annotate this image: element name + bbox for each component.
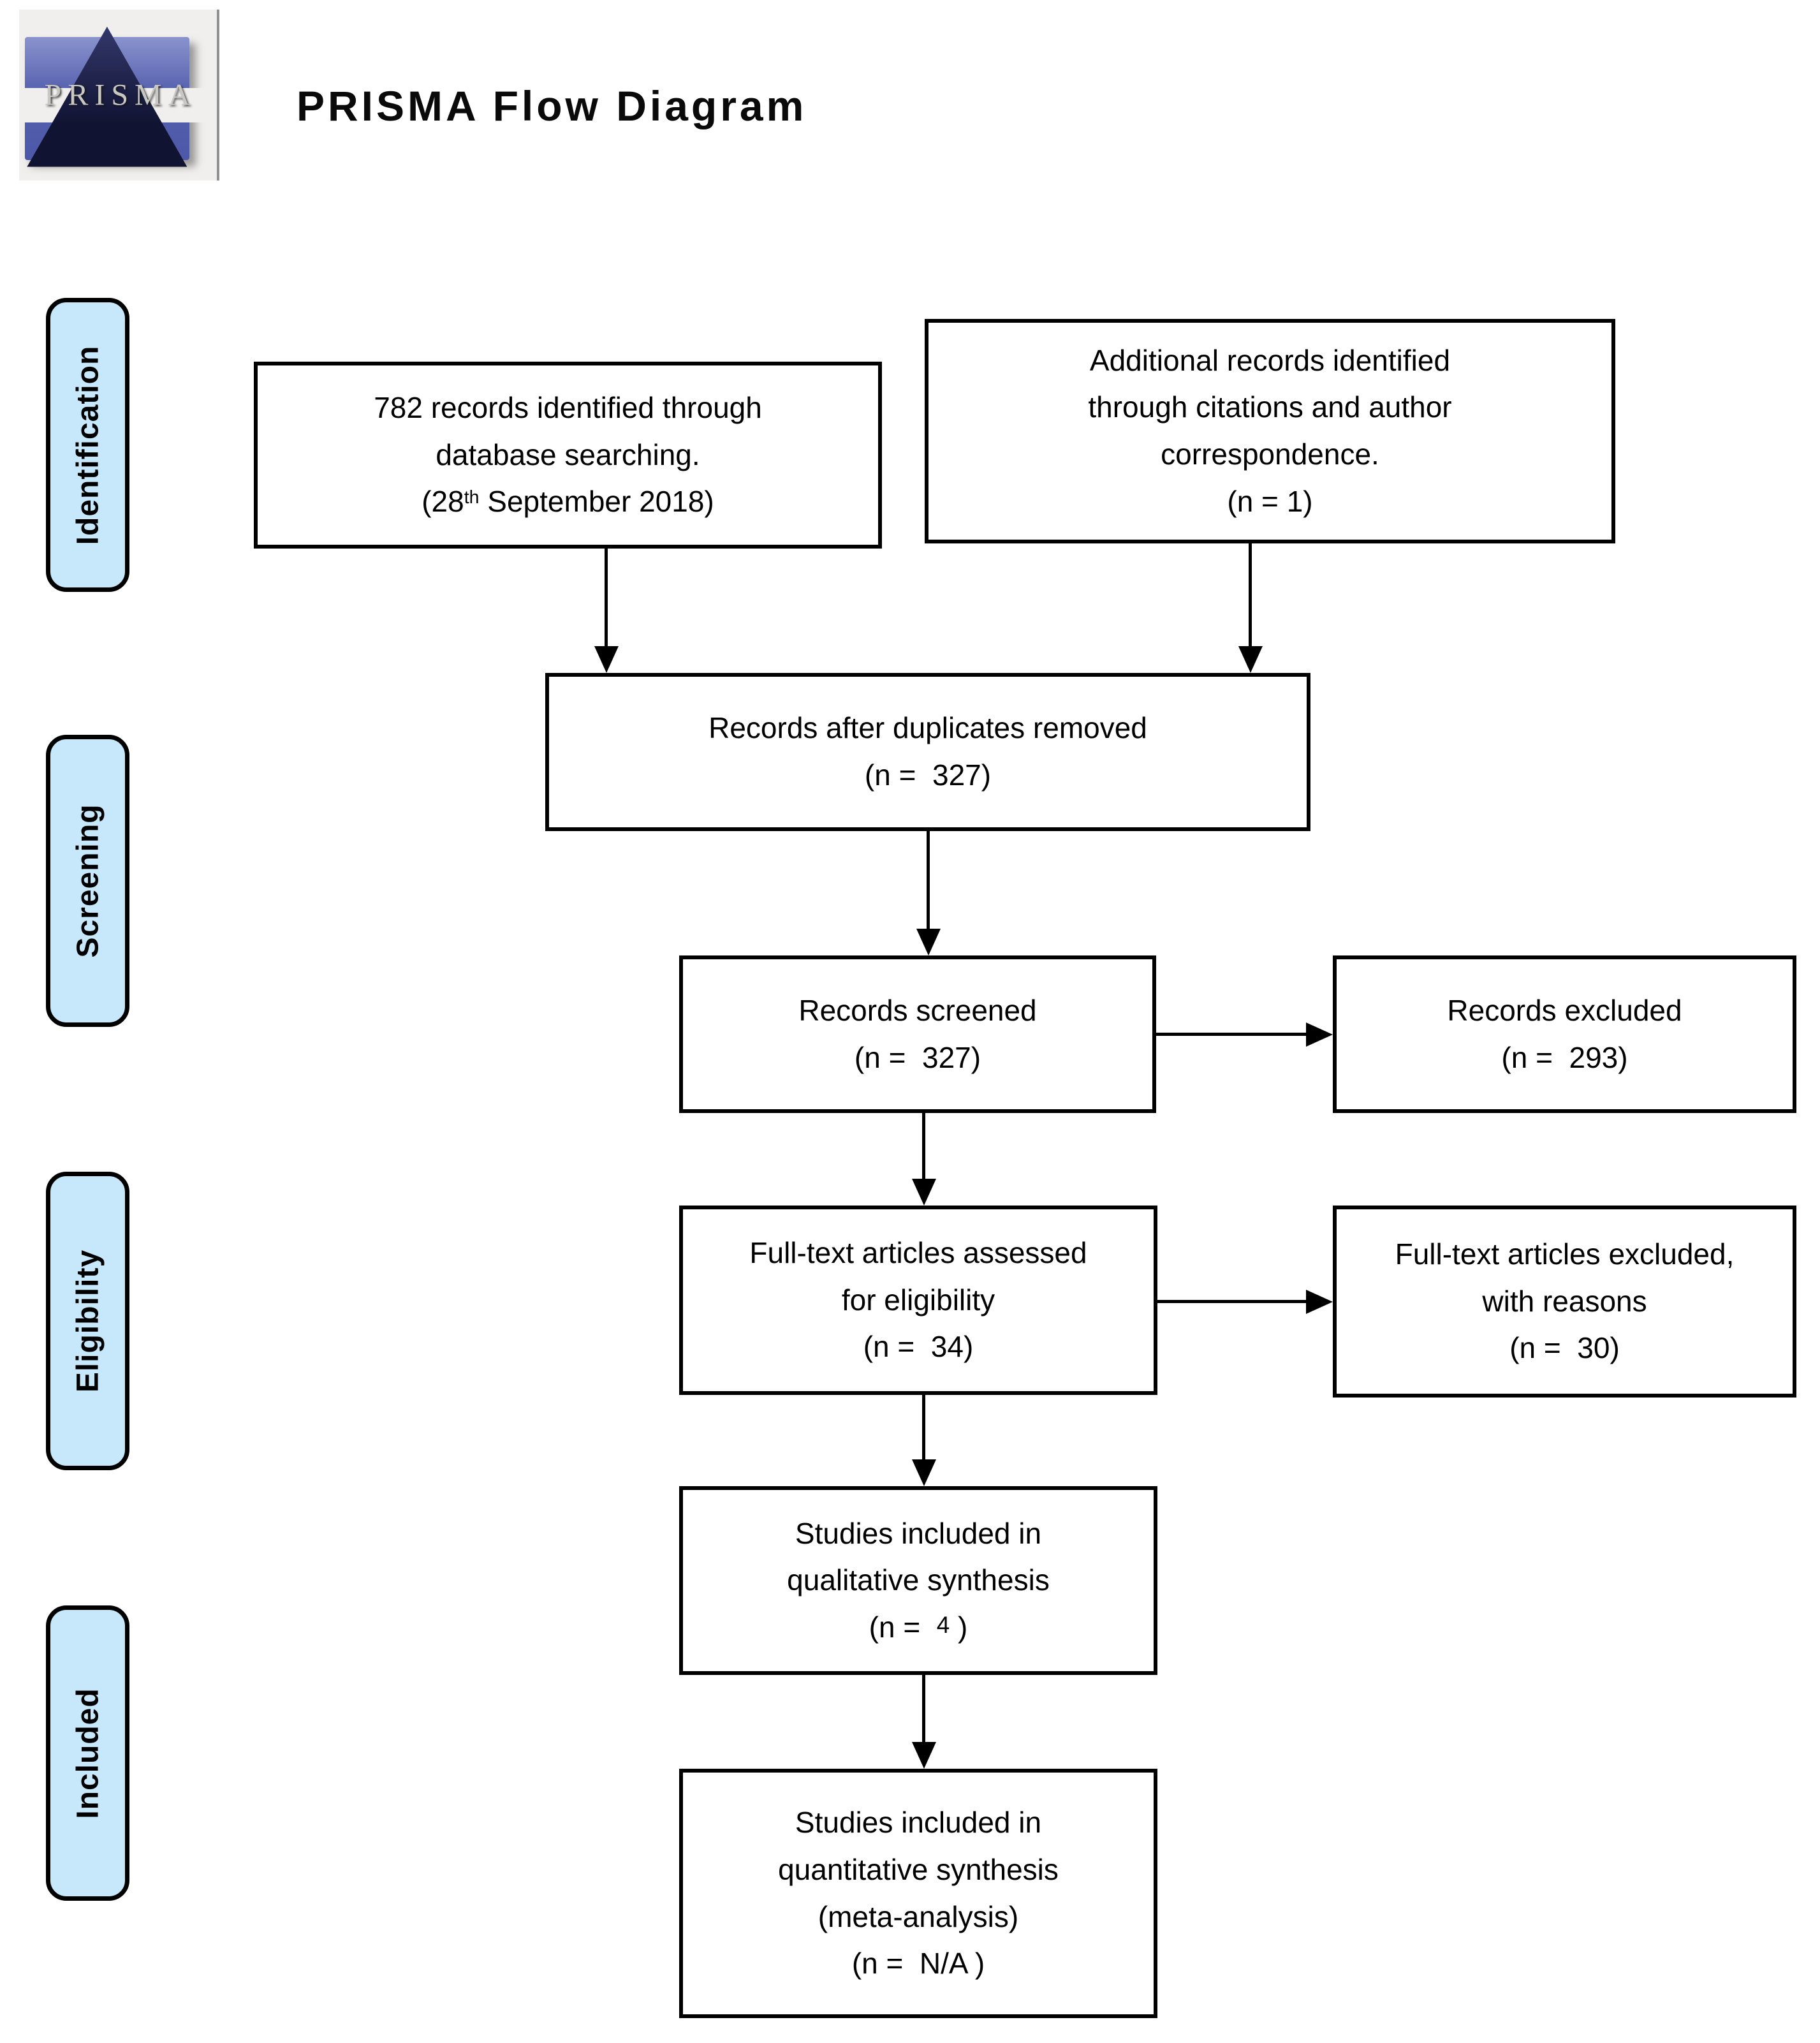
stage-eligibility: Eligibility	[46, 1172, 129, 1470]
stage-identification: Identification	[46, 298, 129, 592]
page-title: PRISMA Flow Diagram	[297, 82, 807, 129]
arrow-qualitative-to-quantitative	[922, 1674, 925, 1742]
box-records-identified-line1: 782 records identified through	[374, 391, 762, 425]
box-fulltext-excluded: Full-text articles excluded, with reason…	[1333, 1206, 1796, 1398]
arrow-dedup-to-screened	[927, 831, 930, 929]
box-records-identified-line2: database searching.	[436, 438, 700, 471]
stage-screening-label: Screening	[71, 804, 105, 958]
arrow-identified-to-dedup	[605, 549, 608, 646]
box-qualitative-count: (n = 4 )	[869, 1604, 968, 1651]
date-open: (28	[422, 485, 464, 519]
box-additional-records: Additional records identified through ci…	[925, 319, 1615, 543]
box-records-identified: 782 records identified through database …	[254, 362, 882, 549]
stage-eligibility-label: Eligibility	[71, 1249, 105, 1393]
count-open: (n =	[869, 1610, 937, 1644]
prisma-logo: PRISMA	[19, 10, 219, 181]
date-superscript: th	[464, 487, 480, 508]
stage-included-label: Included	[71, 1687, 105, 1819]
box-qualitative-synthesis: Studies included in qualitative synthesi…	[679, 1486, 1157, 1675]
box-duplicates-removed: Records after duplicates removed (n = 32…	[545, 673, 1310, 831]
arrow-screened-to-excluded	[1154, 1033, 1306, 1036]
box-qualitative-line2: qualitative synthesis	[787, 1563, 1050, 1597]
arrow-additional-to-dedup	[1249, 543, 1252, 646]
stage-included: Included	[46, 1605, 129, 1901]
date-rest: September 2018)	[479, 485, 714, 519]
count-close: )	[950, 1610, 968, 1644]
arrow-screened-to-fulltext	[922, 1113, 925, 1179]
stage-identification-label: Identification	[71, 345, 105, 545]
logo-wordmark: PRISMA	[44, 78, 197, 112]
count-value: 4	[936, 1612, 950, 1639]
box-quantitative-synthesis: Studies included in quantitative synthes…	[679, 1769, 1157, 2018]
arrow-fulltext-to-qualitative	[922, 1394, 925, 1459]
box-records-excluded: Records excluded (n = 293)	[1333, 955, 1796, 1113]
box-records-screened: Records screened (n = 327)	[679, 955, 1156, 1113]
box-fulltext-assessed: Full-text articles assessed for eligibil…	[679, 1206, 1157, 1395]
stage-screening: Screening	[46, 735, 129, 1027]
arrow-fulltext-to-excluded	[1157, 1300, 1306, 1303]
box-records-identified-date: (28th September 2018)	[422, 478, 714, 526]
box-qualitative-line1: Studies included in	[795, 1516, 1042, 1550]
